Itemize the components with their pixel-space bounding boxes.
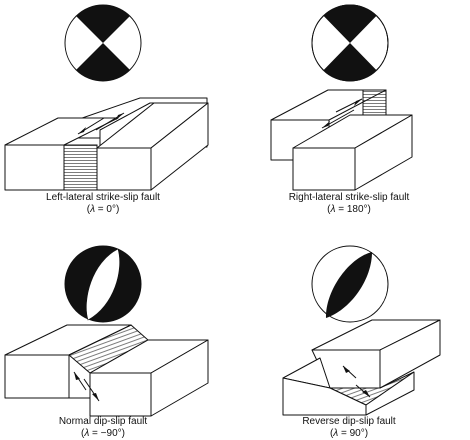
- caption-rake: (λ = 180°): [327, 204, 371, 215]
- block-diagram-normal: [4, 324, 209, 417]
- caption-title: Normal dip-slip fault: [58, 416, 148, 427]
- caption-title: Reverse dip-slip fault: [302, 416, 396, 427]
- caption-right-lateral: Right-lateral strike-slip fault (λ = 180…: [249, 192, 449, 216]
- beachball-normal: [64, 245, 142, 323]
- caption-left-lateral: Left-lateral strike-slip fault (λ = 0°): [3, 192, 203, 216]
- slip-arrows-normal: [73, 371, 100, 402]
- slip-arrows-reverse: [342, 365, 371, 398]
- beachball-reverse: [311, 245, 389, 323]
- caption-title: Right-lateral strike-slip fault: [288, 192, 410, 203]
- beachball-left-lateral: [64, 4, 142, 82]
- caption-rake: (λ = −90°): [81, 428, 125, 439]
- caption-rake: (λ = 0°): [86, 204, 120, 215]
- caption-title: Left-lateral strike-slip fault: [46, 192, 160, 203]
- block-diagram-left-lateral: [4, 97, 209, 191]
- block-diagram-reverse: [282, 319, 441, 416]
- caption-rake: (λ = 90°): [329, 428, 369, 439]
- caption-reverse: Reverse dip-slip fault (λ = 90°): [249, 416, 449, 440]
- caption-normal: Normal dip-slip fault (λ = −90°): [3, 416, 203, 440]
- slip-arrows-right-lateral: [321, 98, 363, 129]
- beachball-right-lateral: [311, 4, 389, 82]
- block-diagram-right-lateral: [270, 89, 413, 191]
- slip-arrows-left-lateral: [77, 112, 125, 135]
